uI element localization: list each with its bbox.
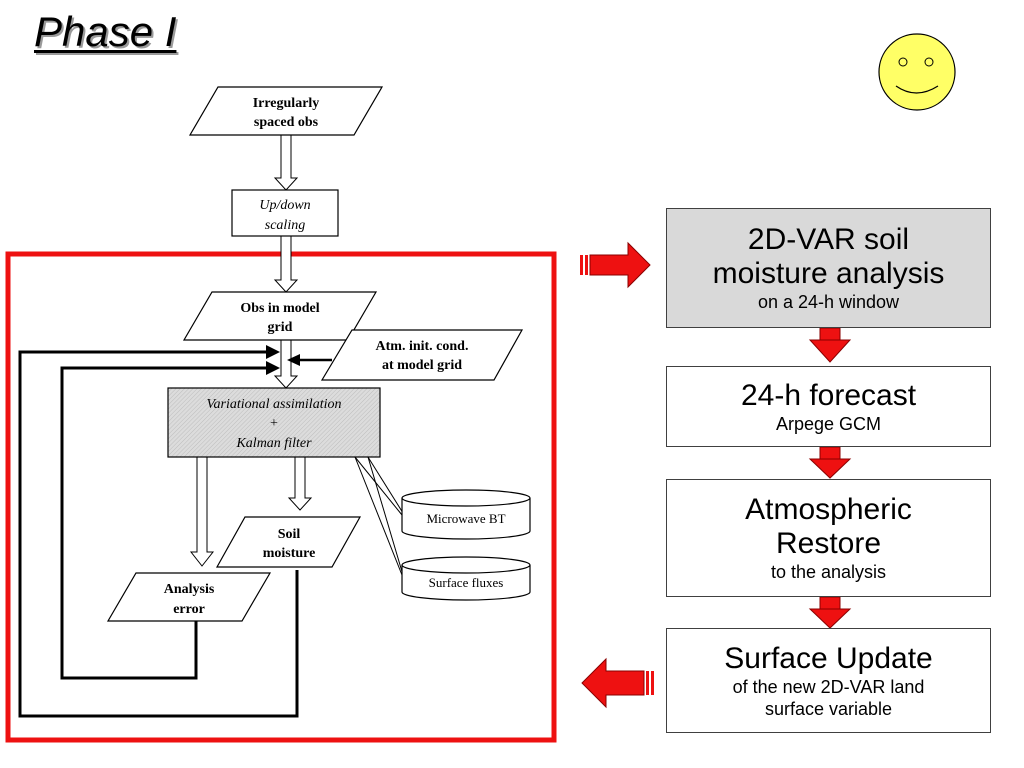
hollow-arrow-assim-to-soil [287,456,313,511]
microwave-bt-cylinder: Microwave BT [401,489,531,540]
irregular-obs-node: Irregularly spaced obs [188,86,384,136]
assimilation-line1: Variational assimilation [207,397,342,412]
atm-init-line1: Atm. init. cond. [376,339,469,354]
red-arrow-left-icon [581,657,654,709]
hollow-arrow-obs-grid-to-assim [273,337,299,389]
analysis-error-line2: error [173,602,205,617]
analysis-error-line1: Analysis [164,582,215,597]
step-restore-heading-1: Atmospheric [745,493,912,526]
red-arrow-down-icon-1 [808,327,852,363]
page-title: Phase I [34,8,177,55]
assimilation-line3: Kalman filter [235,436,312,451]
scaling-node: Up/down scaling [231,189,339,237]
step-2dvar-analysis: 2D-VAR soil moisture analysis on a 24-h … [666,208,991,328]
step-update-sub-1: of the new 2D-VAR land [732,676,925,697]
smiley-face-icon [878,33,956,111]
hollow-arrow-obs-to-scaling [273,134,299,191]
atm-init-node: Atm. init. cond. at model grid [320,329,524,381]
assimilation-node: Variational assimilation + Kalman filter [167,387,381,458]
scaling-line1: Up/down [259,198,310,213]
feedback-loop-analysis-error [60,361,280,680]
step-restore-heading-2: Restore [775,527,882,560]
hollow-arrow-assim-to-error [189,456,215,567]
scaling-line2: scaling [265,218,305,233]
microwave-bt-label: Microwave BT [426,511,505,526]
arrow-atm-to-assim [287,354,332,366]
surface-fluxes-label: Surface fluxes [429,575,504,590]
feedback-loop-soil-moisture [18,345,299,718]
soil-moisture-node: Soil moisture [215,516,362,568]
step-2dvar-sub: on a 24-h window [757,292,900,312]
obs-model-grid-line1: Obs in model [240,301,319,316]
assimilation-line2: + [270,416,278,431]
step-2dvar-heading-2: moisture analysis [712,257,945,290]
surface-fluxes-cylinder: Surface fluxes [401,556,531,601]
soil-moisture-line1: Soil [278,527,301,542]
obs-model-grid-line2: grid [268,320,293,335]
step-24h-forecast: 24-h forecast Arpege GCM [666,366,991,447]
obs-model-grid-node: Obs in model grid [182,291,378,341]
step-update-heading: Surface Update [724,641,933,675]
soil-moisture-line2: moisture [263,546,316,561]
step-forecast-sub: Arpege GCM [775,413,882,434]
step-2dvar-heading-1: 2D-VAR soil [747,223,910,256]
connector-lines-to-cylinders [354,456,404,576]
step-forecast-heading: 24-h forecast [740,378,917,412]
irregular-obs-line1: Irregularly [253,96,320,111]
red-arrow-down-icon-3 [808,596,852,629]
analysis-error-node: Analysis error [106,572,272,622]
atm-init-line2: at model grid [382,358,462,373]
irregular-obs-line2: spaced obs [254,115,319,130]
step-surface-update: Surface Update of the new 2D-VAR land su… [666,628,991,733]
step-atmospheric-restore: Atmospheric Restore to the analysis [666,479,991,597]
hollow-arrow-scaling-to-obs-grid [273,234,299,293]
step-update-sub-2: surface variable [764,698,893,719]
step-restore-sub: to the analysis [770,562,887,582]
red-arrow-down-icon-2 [808,446,852,479]
red-arrow-right-icon [580,241,651,289]
